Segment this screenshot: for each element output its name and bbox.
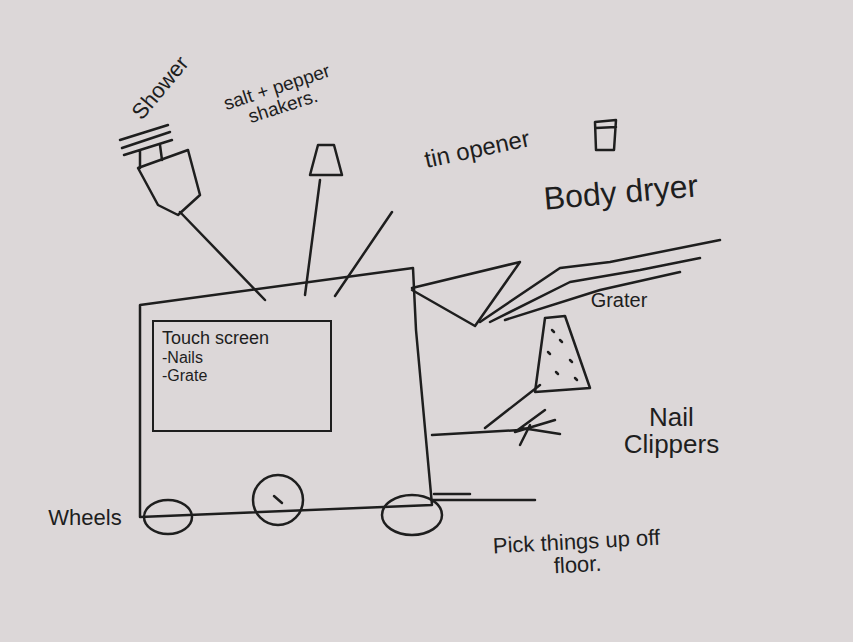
shaker-arm bbox=[305, 180, 320, 295]
wheel-mark bbox=[274, 496, 282, 503]
menu-item: -Nails bbox=[162, 349, 322, 367]
salt-shaker bbox=[310, 145, 342, 175]
handwritten-label: tin opener bbox=[411, 123, 543, 175]
nail-clippers bbox=[515, 410, 560, 445]
handwritten-label: Shower bbox=[125, 49, 194, 125]
handwritten-label: salt + pepper shakers. bbox=[198, 53, 362, 140]
grater-holes bbox=[548, 330, 577, 380]
shower-arm bbox=[180, 212, 265, 300]
wheel bbox=[253, 475, 303, 525]
grater-arm bbox=[485, 385, 540, 428]
grater bbox=[535, 316, 590, 392]
shower-bottle bbox=[138, 150, 200, 215]
handwritten-label: Nail Clippers bbox=[604, 404, 739, 459]
dryer-air bbox=[480, 240, 720, 322]
wheel bbox=[144, 500, 192, 534]
handwritten-label: Wheels bbox=[40, 506, 130, 529]
tin-opener-arm bbox=[335, 212, 392, 296]
clipper-arm bbox=[432, 430, 520, 435]
robot-body bbox=[140, 268, 432, 517]
handwritten-label: Grater bbox=[574, 290, 664, 311]
pickup-arm bbox=[432, 494, 535, 500]
tin-opener bbox=[595, 120, 616, 150]
screen-title: Touch screen bbox=[162, 328, 322, 349]
touch-screen: Touch screen-Nails-Grate bbox=[152, 320, 332, 432]
handwritten-label: Body dryer bbox=[505, 166, 737, 220]
menu-item: -Grate bbox=[162, 367, 322, 385]
shower-head bbox=[120, 125, 172, 168]
handwritten-label: Pick things up off floor. bbox=[481, 525, 673, 581]
